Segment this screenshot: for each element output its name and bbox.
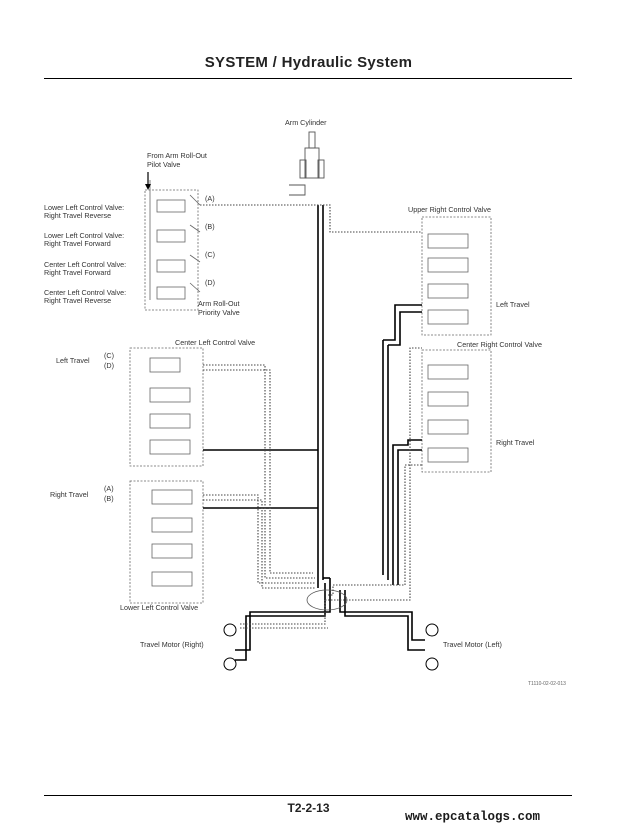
label-center-left-cv-2: Center Left Control Valve: [44, 288, 127, 297]
pilot-lines [200, 204, 422, 629]
label-left-travel-left: Left Travel [56, 356, 90, 365]
port-b-label: (B) [205, 222, 215, 231]
port-d2-label: (D) [104, 361, 114, 370]
label-right-travel-reverse-1: Right Travel Reverse [44, 211, 112, 220]
port-c-label: (C) [205, 250, 215, 259]
label-right-travel-reverse-2: Right Travel Reverse [44, 296, 112, 305]
port-a2-label: (A) [104, 484, 114, 493]
header-rule [44, 78, 572, 79]
label-lower-left-cv-1: Lower Left Control Valve: [44, 203, 125, 212]
priority-valve-block [144, 180, 201, 311]
center-right-control-valve [421, 349, 492, 473]
travel-motor-right [223, 623, 237, 671]
label-center-left-control-valve: Center Left Control Valve [175, 338, 256, 347]
label-pilot-valve: Pilot Valve [147, 160, 181, 169]
main-hydraulic-lines [203, 205, 425, 661]
port-c2-label: (C) [104, 351, 114, 360]
center-left-control-valve [129, 347, 204, 467]
page-title: SYSTEM / Hydraulic System [204, 54, 413, 71]
label-from-arm-rollout: From Arm Roll-Out [147, 151, 207, 160]
label-travel-motor-left: Travel Motor (Left) [443, 640, 502, 649]
arm-cylinder-symbol [289, 131, 325, 196]
port-a-label: (A) [205, 194, 215, 203]
label-arm-rollout-priority-1: Arm Roll-Out [198, 299, 240, 308]
label-right-travel-right: Right Travel [496, 438, 535, 447]
page-number: T2-2-13 [287, 801, 330, 815]
upper-right-control-valve [421, 216, 492, 336]
footer-rule [44, 795, 572, 796]
label-upper-right-cv: Upper Right Control Valve [408, 205, 491, 214]
label-lower-left-cv-2: Lower Left Control Valve: [44, 231, 125, 240]
label-center-right-control-valve: Center Right Control Valve [457, 340, 542, 349]
label-lower-left-control-valve: Lower Left Control Valve [120, 603, 199, 612]
label-arm-rollout-priority-2: Priority Valve [198, 308, 240, 317]
label-right-travel-forward-1: Right Travel Forward [44, 239, 111, 248]
label-right-travel-left: Right Travel [50, 490, 89, 499]
port-d-label: (D) [205, 278, 215, 287]
label-center-left-cv-1: Center Left Control Valve: [44, 260, 127, 269]
label-right-travel-forward-2: Right Travel Forward [44, 268, 111, 277]
label-arm-cylinder: Arm Cylinder [285, 118, 327, 127]
label-travel-motor-right: Travel Motor (Right) [140, 640, 204, 649]
port-b2-label: (B) [104, 494, 114, 503]
figure-code: T1110-02-02-013 [528, 681, 566, 687]
travel-motor-left [425, 623, 439, 671]
lower-left-control-valve [129, 480, 204, 604]
label-left-travel-right: Left Travel [496, 300, 530, 309]
line-bundle-marker [306, 589, 348, 611]
site-watermark: www.epcatalogs.com [405, 810, 541, 824]
